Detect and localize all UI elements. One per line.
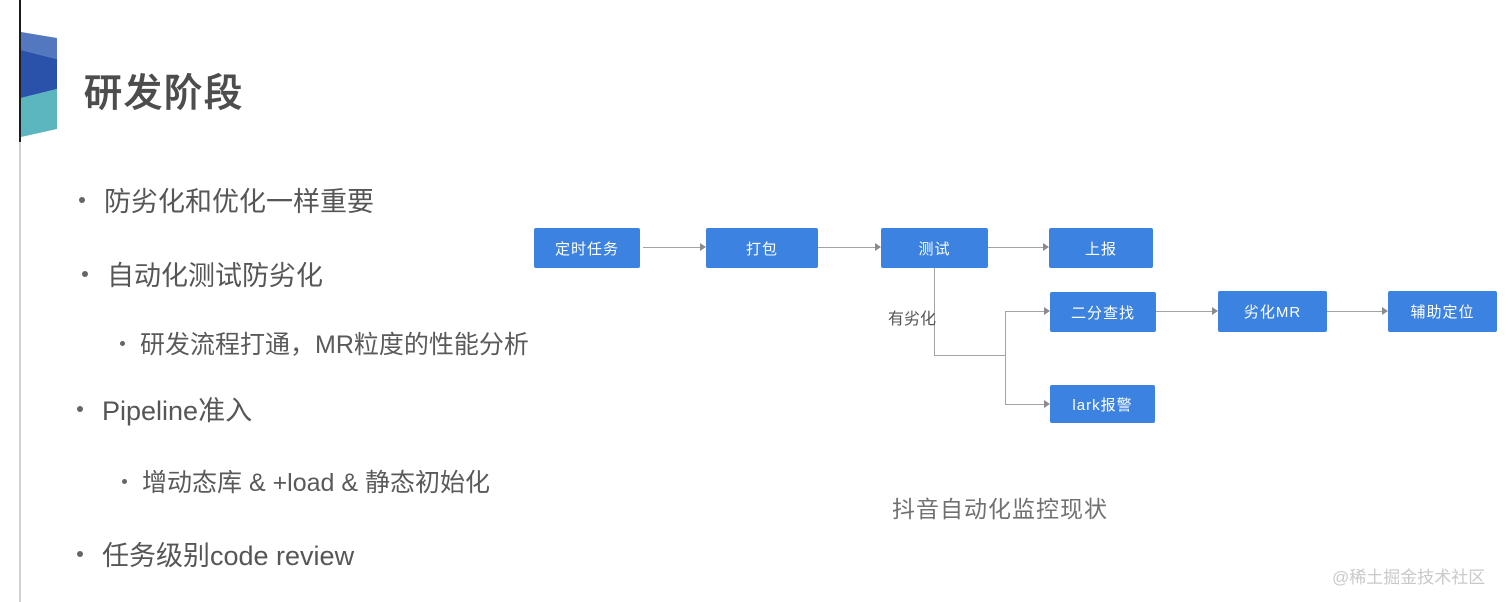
bullet-text: 研发流程打通，MR粒度的性能分析 (140, 331, 529, 359)
flow-node-degradation-mr: 劣化MR (1218, 291, 1327, 332)
connector-line (643, 247, 700, 248)
connector-line (934, 355, 1005, 356)
bullet-dot (120, 340, 125, 346)
bullet-item: 任务级别code review (77, 534, 354, 573)
flow-node-package: 打包 (706, 228, 818, 268)
bullet-subitem: 研发流程打通，MR粒度的性能分析 (120, 325, 529, 361)
left-edge-line-light (19, 142, 21, 602)
bullet-dot (77, 405, 83, 412)
connector-line (988, 247, 1043, 248)
bullet-text: 防劣化和优化一样重要 (104, 187, 374, 217)
flow-node-binary-search: 二分查找 (1050, 292, 1156, 332)
connector-line (1005, 404, 1044, 405)
bullet-dot (122, 478, 127, 484)
flow-node-assist-locate: 辅助定位 (1388, 291, 1497, 332)
bullet-text: 任务级别code review (102, 541, 355, 571)
bullet-text: 增动态库 & +load & 静态初始化 (142, 469, 490, 497)
connector-line (1327, 311, 1382, 312)
bullet-item: 防劣化和优化一样重要 (79, 180, 374, 219)
bullet-dot (77, 550, 83, 557)
arrowhead-icon (1044, 307, 1050, 315)
page-title: 研发阶段 (84, 73, 245, 115)
flow-node-test: 测试 (881, 228, 988, 268)
connector-line (1156, 311, 1212, 312)
bullet-text: 自动化测试防劣化 (107, 261, 323, 291)
connector-line (1005, 311, 1044, 312)
flowchart-caption: 抖音自动化监控现状 (892, 496, 1108, 522)
arrowhead-icon (1043, 243, 1049, 251)
arrowhead-icon (1382, 307, 1388, 315)
watermark: @稀土掘金技术社区 (1332, 568, 1486, 587)
bullet-item: 自动化测试防劣化 (82, 254, 323, 293)
bullet-text: Pipeline准入 (102, 396, 253, 426)
branch-condition-label: 有劣化 (888, 311, 937, 328)
bullet-item: Pipeline准入 (77, 389, 252, 428)
bullet-dot (82, 270, 88, 277)
connector-line (934, 268, 935, 356)
ribbon-logo (21, 32, 57, 137)
connector-line (818, 247, 875, 248)
flow-node-report: 上报 (1049, 228, 1153, 268)
arrowhead-icon (1212, 307, 1218, 315)
flow-node-lark-alert: lark报警 (1050, 385, 1155, 423)
arrowhead-icon (700, 243, 706, 251)
bullet-dot (79, 196, 85, 203)
connector-line (1005, 311, 1006, 405)
bullet-subitem: 增动态库 & +load & 静态初始化 (122, 463, 490, 499)
left-edge-line-dark (19, 0, 21, 142)
arrowhead-icon (1044, 400, 1050, 408)
arrowhead-icon (875, 243, 881, 251)
flow-node-scheduled-task: 定时任务 (534, 228, 640, 268)
